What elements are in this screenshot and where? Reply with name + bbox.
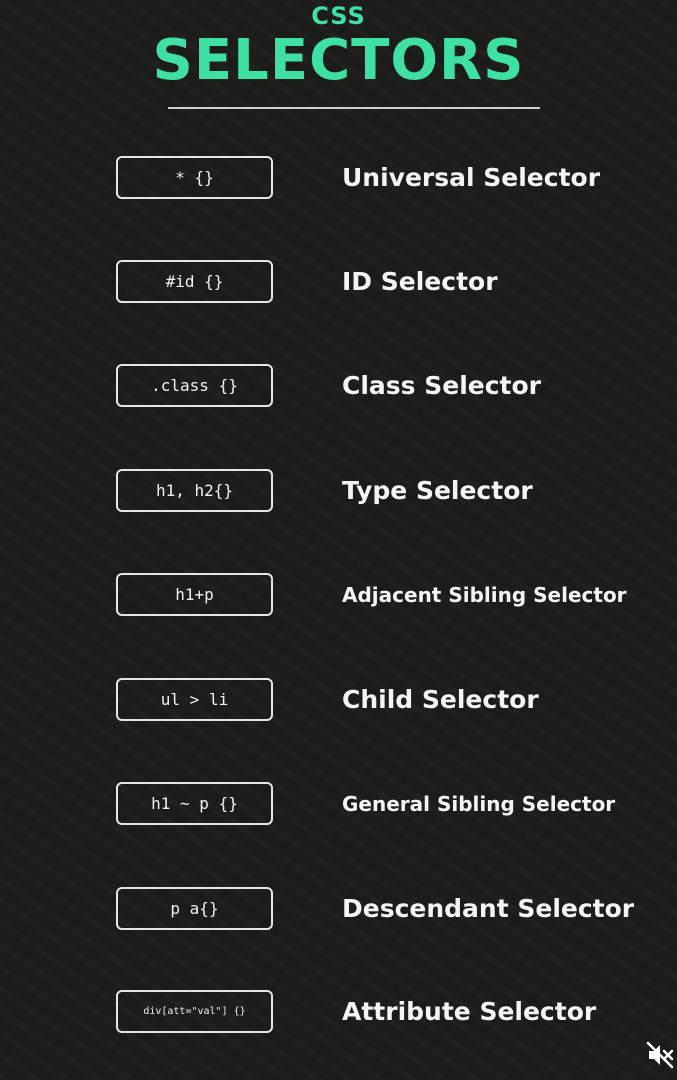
speaker-muted-icon[interactable]	[645, 1040, 675, 1070]
page-title: SELECTORS	[152, 28, 525, 93]
selector-row-universal: * {} Universal Selector	[0, 156, 677, 206]
css-kicker: CSS	[311, 2, 366, 30]
selector-label: Type Selector	[342, 476, 533, 505]
selector-label: Class Selector	[342, 371, 542, 400]
selector-label: ID Selector	[342, 267, 498, 296]
selector-row-child: ul > li Child Selector	[0, 678, 677, 728]
selector-label: Adjacent Sibling Selector	[342, 582, 627, 607]
selector-label: Descendant Selector	[342, 894, 635, 923]
selector-label: Universal Selector	[342, 163, 601, 192]
selector-row-attribute: div[att="val"] {} Attribute Selector	[0, 990, 677, 1040]
code-box: div[att="val"] {}	[116, 990, 273, 1033]
code-box: h1, h2{}	[116, 469, 273, 512]
selector-row-general-sibling: h1 ~ p {} General Sibling Selector	[0, 782, 677, 832]
code-box: h1 ~ p {}	[116, 782, 273, 825]
code-box: p a{}	[116, 887, 273, 930]
selector-row-id: #id {} ID Selector	[0, 260, 677, 310]
selector-label: Attribute Selector	[342, 997, 597, 1026]
selector-row-type: h1, h2{} Type Selector	[0, 469, 677, 519]
code-box: #id {}	[116, 260, 273, 303]
selector-label: Child Selector	[342, 685, 539, 714]
selector-row-descendant: p a{} Descendant Selector	[0, 887, 677, 937]
title-divider	[168, 107, 540, 109]
code-box: * {}	[116, 156, 273, 199]
selector-row-adjacent-sibling: h1+p Adjacent Sibling Selector	[0, 573, 677, 623]
code-box: ul > li	[116, 678, 273, 721]
code-box: .class {}	[116, 364, 273, 407]
selector-label: General Sibling Selector	[342, 791, 616, 816]
selector-row-class: .class {} Class Selector	[0, 364, 677, 414]
code-box: h1+p	[116, 573, 273, 616]
